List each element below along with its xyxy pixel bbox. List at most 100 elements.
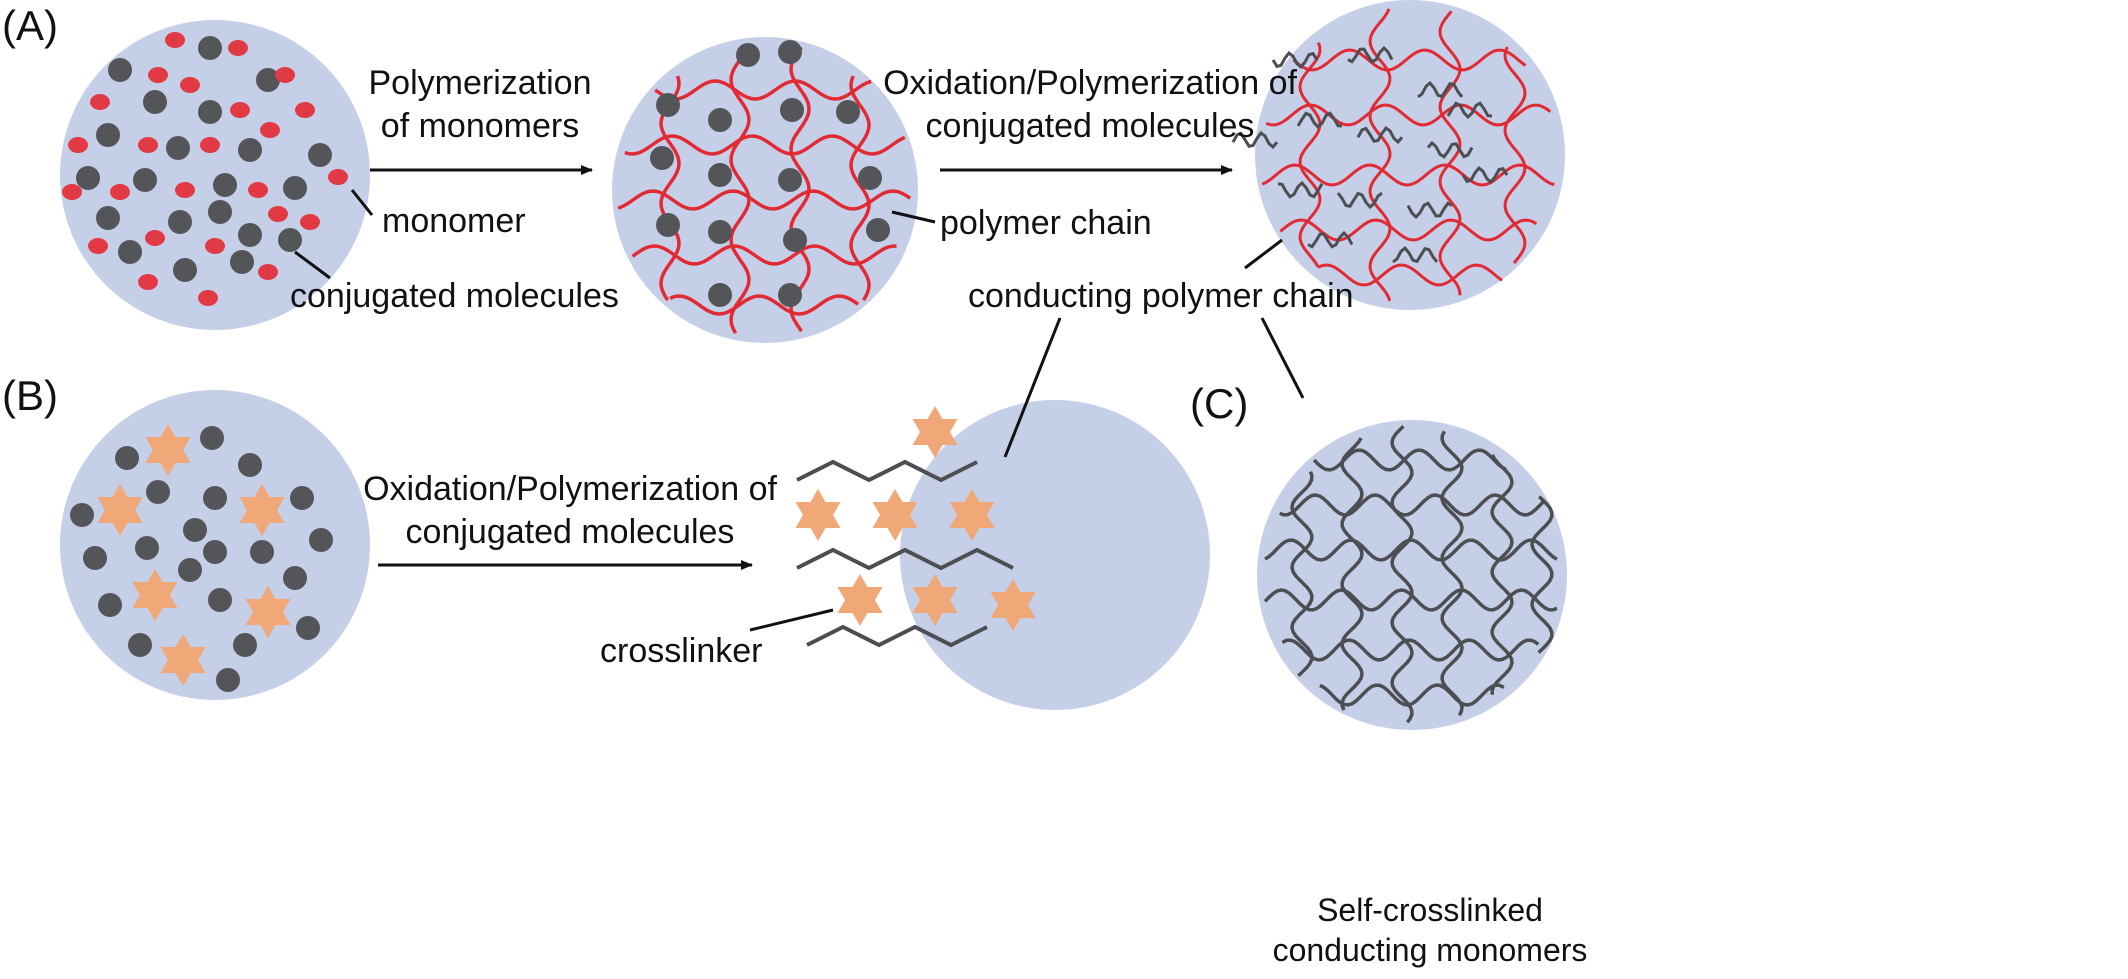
arrow1-label-line2: of monomers	[380, 106, 580, 145]
arrow-b-label-line1: Oxidation/Polymerization of	[363, 470, 777, 508]
conducting-polymer-chain	[1231, 131, 1279, 150]
conjugated-molecule	[238, 138, 262, 162]
polymer-chain	[1265, 103, 1552, 127]
monomer	[328, 169, 348, 185]
conducting-polymer-chain	[1307, 230, 1354, 249]
conjugated-molecule	[198, 36, 222, 60]
crosslinker-star	[872, 489, 918, 541]
polymer-chain	[789, 46, 811, 333]
conducting-polymer-chain	[1279, 493, 1545, 517]
panel-c-caption-line1: Self-crosslinked	[1317, 892, 1543, 928]
monomer	[148, 67, 168, 83]
conjugated-molecule	[96, 206, 120, 230]
monomer	[205, 238, 225, 254]
crosslinker-star	[912, 574, 958, 626]
conducting-polymer-chain	[796, 459, 978, 483]
monomer	[260, 122, 280, 138]
conjugated-molecule	[283, 176, 307, 200]
conjugated-molecule	[656, 213, 680, 237]
polymer-chain	[1438, 10, 1462, 296]
arrow2-label: Oxidation/Polymerization of conjugated m…	[880, 62, 1300, 147]
conducting-polymer-chain	[1392, 246, 1439, 264]
conducting-polymer-chain	[1440, 430, 1464, 717]
crosslinker-star	[239, 484, 285, 536]
conjugated-molecule	[783, 228, 807, 252]
monomer	[90, 94, 110, 110]
crosslinker-star	[795, 489, 841, 541]
monomer	[248, 182, 268, 198]
conjugated-molecule	[238, 453, 262, 477]
monomer	[230, 102, 250, 118]
monomer	[180, 77, 200, 93]
conjugated-molecule	[778, 40, 802, 64]
conjugated-molecule	[135, 536, 159, 560]
monomer	[175, 182, 195, 198]
crosslinker-label: crosslinker	[600, 632, 763, 670]
monomers-group-a1	[62, 32, 348, 306]
circle-a3	[1255, 0, 1565, 310]
monomer	[295, 102, 315, 118]
conducting-polymer-chain	[1319, 683, 1505, 707]
conjugated-molecule	[203, 486, 227, 510]
conducting-polymer-chain	[796, 547, 1014, 571]
conjugated-molecule	[708, 108, 732, 132]
monomer	[268, 206, 288, 222]
panel-c-caption-line2: conducting monomers	[1272, 932, 1588, 968]
panel-b-letter: (B)	[2, 372, 58, 419]
conducting-polymer-chain	[1417, 80, 1464, 99]
leader-crosslinker	[749, 608, 834, 632]
conjugated-molecule	[83, 546, 107, 570]
crosslinker-star	[837, 574, 883, 626]
panel-c-caption: Self-crosslinked conducting monomers	[1265, 890, 1595, 970]
conducting-polymer-chain	[1290, 471, 1314, 678]
crosslinker-star	[97, 484, 143, 536]
conjugated-molecule	[656, 93, 680, 117]
conducting-polymer-chain	[1406, 201, 1453, 220]
monomer	[68, 137, 88, 153]
polymer-chain-label: polymer chain	[940, 204, 1152, 242]
conducting-polymer-chains-a3	[1231, 45, 1509, 264]
conjugated-molecule	[866, 218, 890, 242]
conducting-polymer-chain	[1446, 101, 1493, 120]
polymer-chain	[617, 189, 912, 211]
conjugated-molecule	[308, 143, 332, 167]
conjugated-molecule	[256, 68, 280, 92]
conjugated-molecule	[708, 163, 732, 187]
leader-polymer-chain	[891, 210, 936, 224]
polymer-chain	[654, 79, 872, 101]
conducting-polymer-chain	[1347, 45, 1394, 64]
monomer	[300, 214, 320, 230]
conjugated-molecule	[216, 668, 240, 692]
conjugated-molecule	[213, 173, 237, 197]
crosslinker-star	[145, 424, 191, 476]
monomer	[62, 184, 82, 200]
conjugated-molecule	[208, 588, 232, 612]
conjugated-molecule	[250, 540, 274, 564]
conjugated-molecule	[168, 210, 192, 234]
conducting-polymer-chain	[1426, 140, 1474, 159]
monomer	[228, 40, 248, 56]
conducting-polymer-chain	[1461, 166, 1509, 184]
conjugated-molecules-group-a1	[76, 36, 332, 282]
monomer	[200, 137, 220, 153]
monomer	[258, 264, 278, 280]
self-crosslinked-network-c	[1263, 425, 1558, 724]
conducting-polymer-chain	[1490, 454, 1514, 695]
conducting-polymer-chain	[1390, 425, 1414, 724]
conjugated-molecule	[650, 146, 674, 170]
conjugated-molecule	[198, 100, 222, 124]
crosslinker-star	[160, 634, 206, 686]
conducting-polymer-chain	[1340, 437, 1364, 711]
arrow2-label-line1: Oxidation/Polymerization of	[883, 64, 1297, 102]
conjugated-molecule	[118, 240, 142, 264]
crosslinker-star	[949, 489, 995, 541]
conjugated-molecule	[780, 98, 804, 122]
conjugated-molecule	[128, 633, 152, 657]
conjugated-molecule	[98, 593, 122, 617]
panel-a-letter: (A)	[2, 2, 58, 49]
conjugated-molecule	[203, 540, 227, 564]
conjugated-molecule	[290, 486, 314, 510]
conjugated-molecule	[166, 136, 190, 160]
conjugated-molecule	[858, 166, 882, 190]
crosslinked-network-b2	[795, 406, 1036, 648]
